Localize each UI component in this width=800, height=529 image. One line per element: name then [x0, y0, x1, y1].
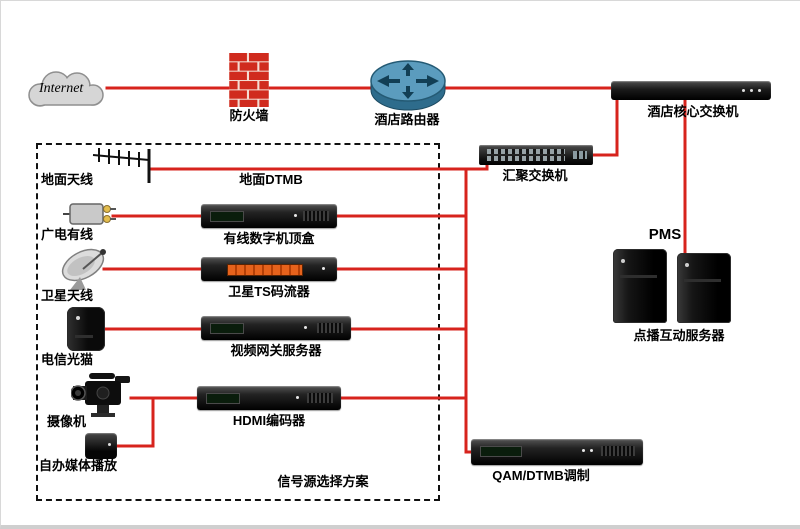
server-drive-slot: [620, 275, 657, 278]
cable-splitter: [63, 197, 117, 231]
stb-led: [294, 214, 297, 217]
router-icon: [370, 60, 446, 111]
cloud-icon: [28, 71, 104, 107]
cable-stb-label: 有线数字机顶盒: [223, 231, 315, 246]
firewall-label: 防火墙: [229, 108, 269, 123]
self-media-label: 自办媒体播放: [39, 458, 118, 473]
stb-vents: [303, 211, 329, 221]
ts-orange-display: [227, 264, 303, 276]
hotel-router: [369, 55, 447, 113]
core-switch-led: [750, 89, 753, 92]
encoder-led: [296, 396, 299, 399]
yagi-antenna-icon: [92, 148, 151, 183]
hotel-router-label: 酒店路由器: [374, 112, 440, 127]
telecom-modem-label: 电信光猫: [41, 352, 94, 367]
hdmi-encoder-label: HDMI编码器: [232, 413, 306, 428]
switch-ports: [487, 149, 565, 154]
qam-led: [582, 449, 585, 452]
stb-display: [210, 211, 244, 222]
cable-tv-label: 广电有线: [41, 227, 94, 242]
server-drive-slot: [684, 279, 721, 282]
qam-vents: [601, 446, 635, 456]
internet-cloud: [23, 65, 111, 113]
server-led: [621, 259, 625, 263]
aggregation-switch: [479, 145, 593, 165]
server-led: [685, 263, 689, 267]
line-aggswitch-bus-qam: [464, 162, 489, 454]
switch-ports: [487, 156, 565, 161]
media-box-led: [108, 443, 111, 446]
camcorder-icon: [71, 373, 130, 417]
modem-led: [76, 316, 80, 320]
self-media-box: [85, 433, 117, 459]
telecom-modem: [67, 307, 105, 351]
terrestrial-antenna: [91, 145, 157, 185]
core-switch: [611, 81, 771, 100]
line-media-hdmi: [113, 396, 155, 448]
signal-group-label: 信号源选择方案: [277, 474, 369, 489]
encoder-vents: [307, 393, 333, 403]
terrestrial-dtmb-label: 地面DTMB: [239, 172, 303, 187]
splitter-icon: [63, 203, 116, 225]
gateway-display: [210, 323, 244, 334]
aggregation-switch-label: 汇聚交换机: [502, 168, 568, 183]
video-gateway-label: 视频网关服务器: [230, 343, 322, 358]
core-switch-led: [742, 89, 745, 92]
video-camera: [71, 369, 135, 421]
qam-dtmb-modulator: [471, 439, 643, 465]
cable-stb: [201, 204, 337, 228]
line-coreswitch-aggswitch: [591, 97, 619, 157]
vod-server-label: 点播互动服务器: [633, 328, 725, 343]
qam-led: [590, 449, 593, 452]
vod-server-tower-1: [613, 249, 667, 323]
firewall: [229, 53, 269, 107]
gateway-vents: [317, 323, 343, 333]
satellite-dish-icon: [61, 248, 106, 290]
satellite-antenna-label: 卫星天线: [41, 288, 94, 303]
switch-uplink-ports: [573, 151, 587, 159]
satellite-ts-label: 卫星TS码流器: [228, 284, 310, 299]
firewall-brick-icon: [229, 53, 269, 107]
satellite-ts-streamer: [201, 257, 337, 281]
terrestrial-antenna-label: 地面天线: [41, 172, 94, 187]
core-switch-label: 酒店核心交换机: [647, 104, 739, 119]
core-switch-led: [758, 89, 761, 92]
qam-dtmb-label: QAM/DTMB调制: [492, 468, 590, 483]
ts-led: [322, 267, 325, 270]
pms-label: PMS: [648, 226, 682, 243]
modem-slot: [75, 335, 93, 338]
satellite-dish: [57, 245, 115, 293]
video-gateway-server: [201, 316, 351, 340]
qam-display: [480, 446, 522, 457]
line-antenna-dtmb-bus: [147, 151, 468, 171]
signal-source-group-box: [36, 143, 440, 501]
vod-server-tower-2: [677, 253, 731, 323]
hdmi-encoder: [197, 386, 341, 410]
camera-label: 摄像机: [47, 414, 87, 429]
gateway-led: [304, 326, 307, 329]
encoder-display: [206, 393, 240, 404]
internet-label: Internet: [39, 81, 84, 96]
